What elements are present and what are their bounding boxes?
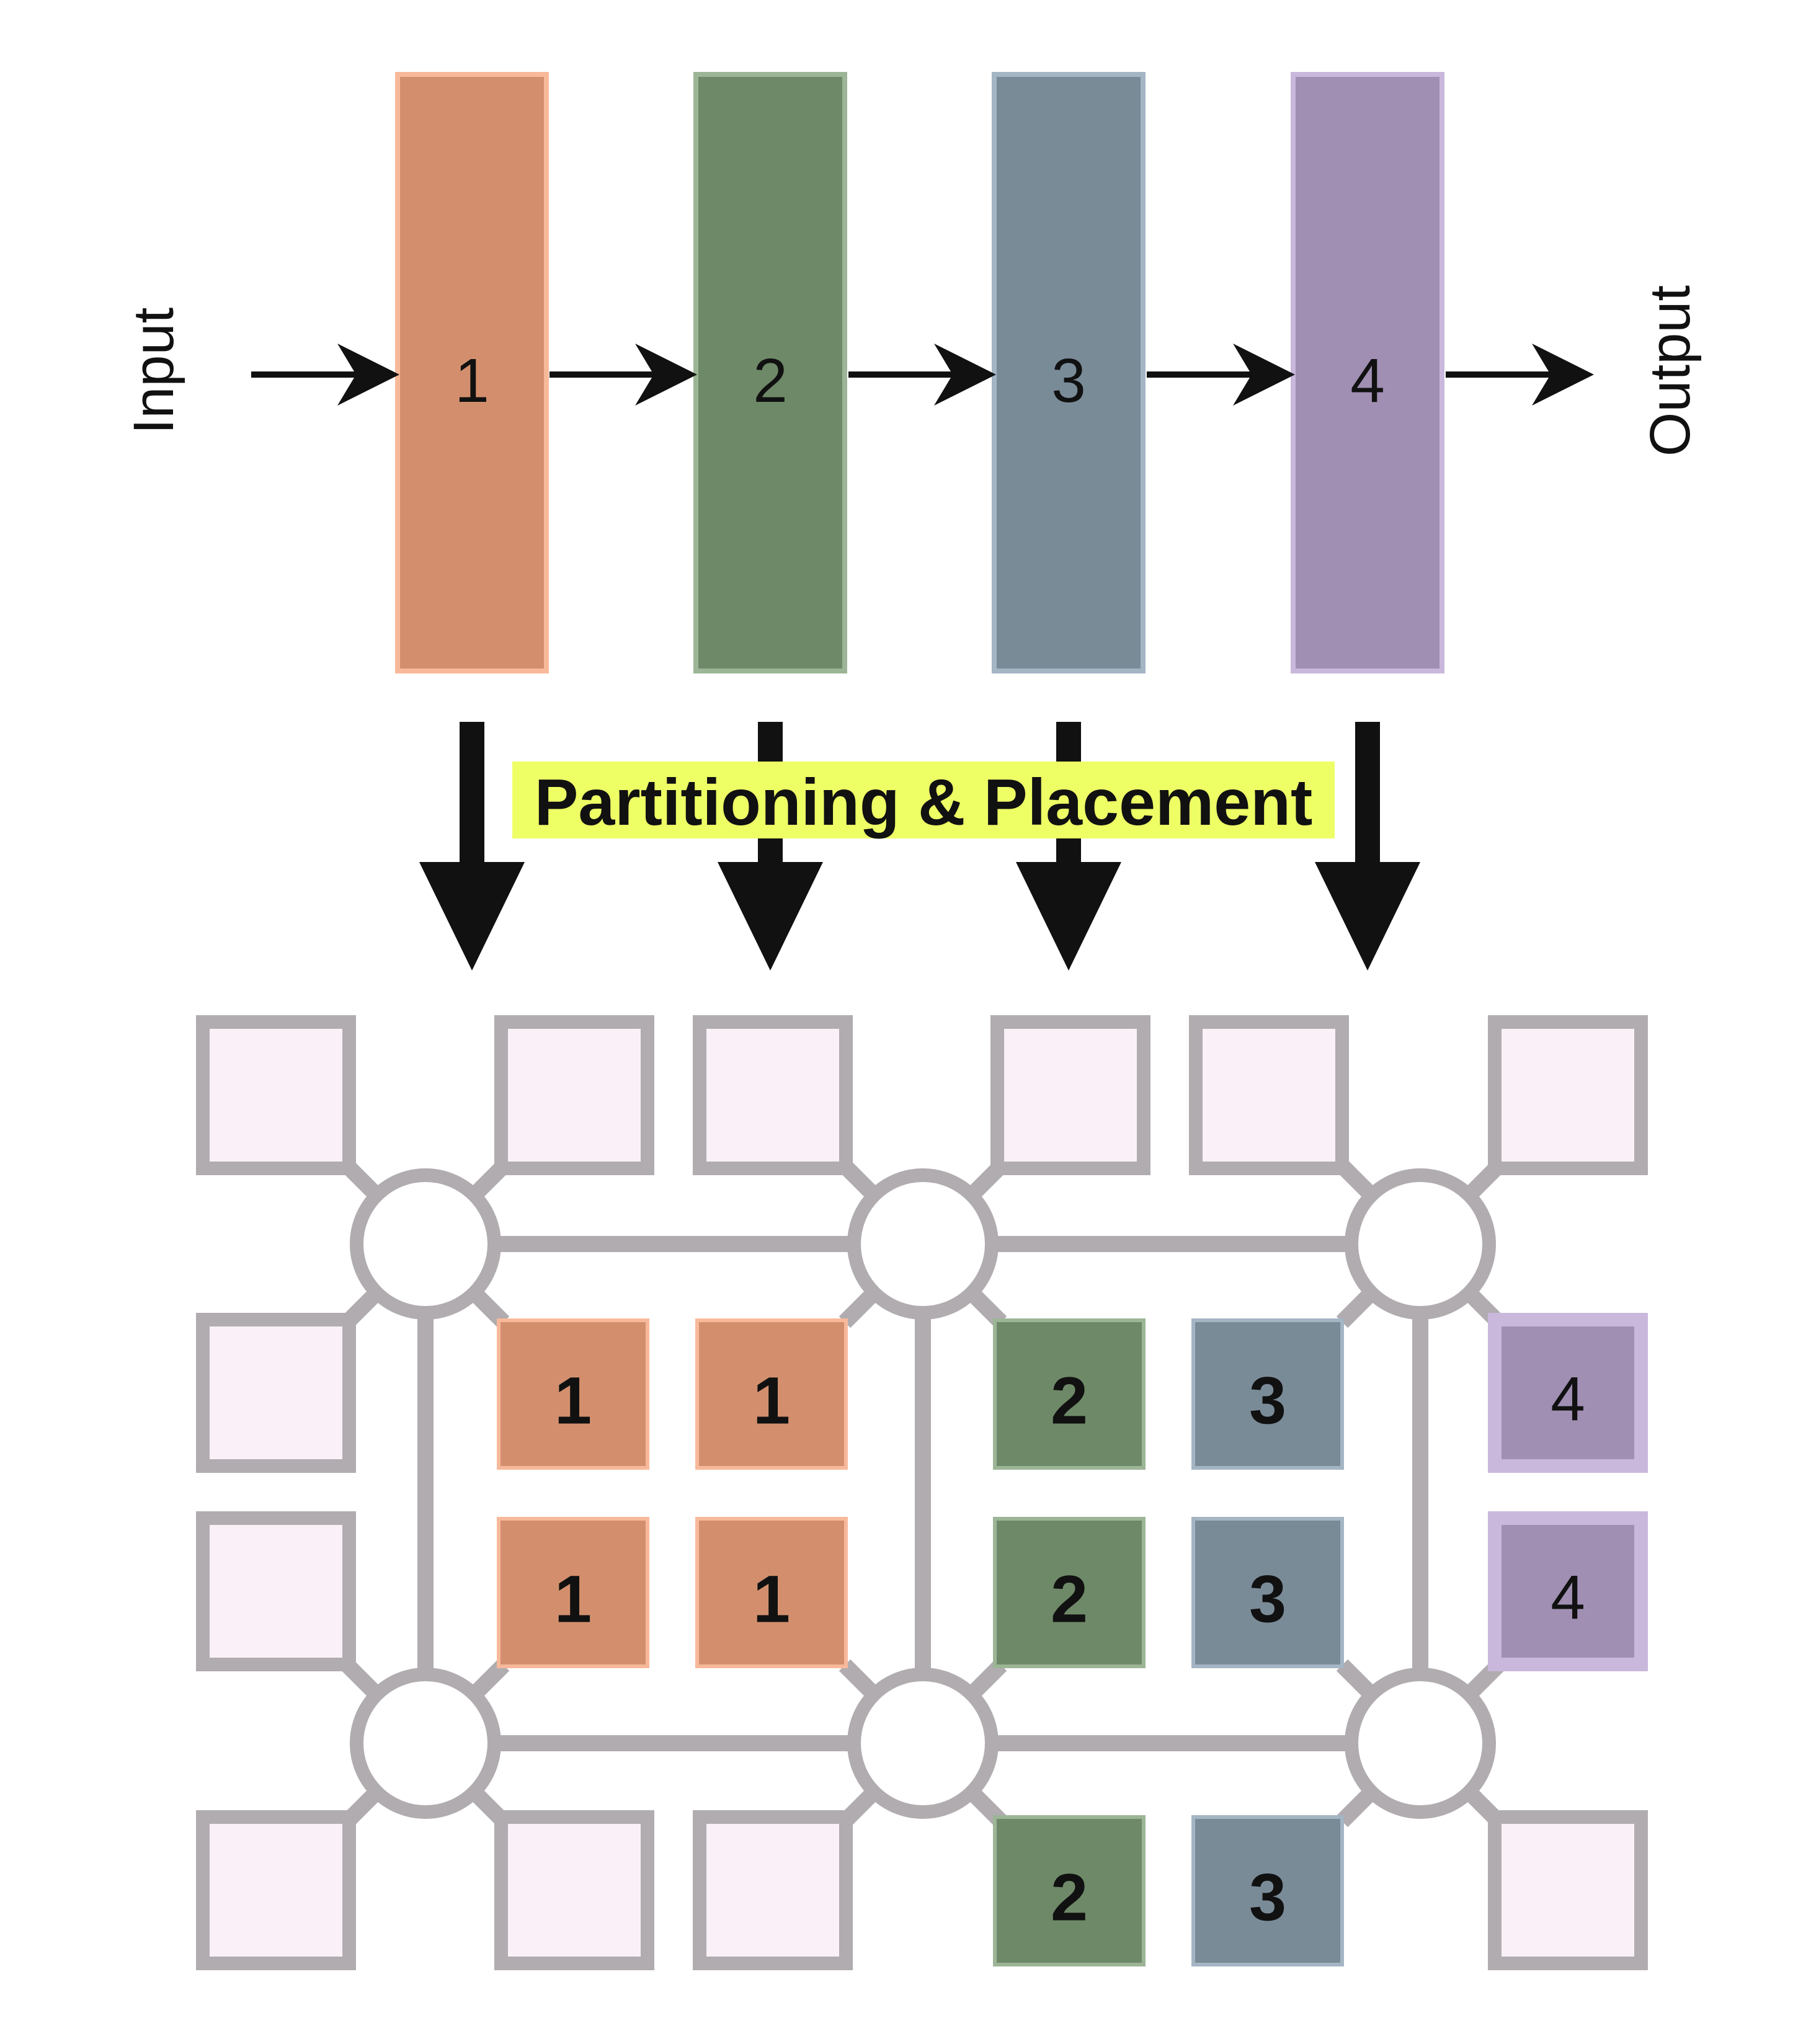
empty-tile — [1189, 1015, 1349, 1175]
tile-label: 2 — [1051, 1562, 1088, 1637]
placement-arrow-2-head — [718, 862, 823, 971]
stage-2-rect — [693, 72, 847, 673]
placement-arrows — [419, 722, 1420, 971]
assigned-tile-stage-3: 3 — [1191, 1517, 1344, 1668]
input-label: Input — [122, 308, 185, 435]
empty-tile — [494, 1015, 654, 1175]
stage-block-3: 3 — [992, 72, 1146, 673]
mesh-network: 1 1 2 3 4 1 1 — [196, 1015, 1648, 1970]
router — [350, 1168, 501, 1320]
tile-label: 3 — [1249, 1562, 1286, 1637]
stage-block-4: 4 — [1291, 72, 1444, 673]
empty-tile — [1488, 1015, 1648, 1175]
tile-label: 4 — [1551, 1364, 1585, 1434]
router — [1345, 1668, 1496, 1819]
assigned-tile-stage-2: 2 — [993, 1318, 1146, 1470]
assigned-tile-stage-3: 3 — [1191, 1815, 1344, 1966]
assigned-tile-stage-2: 2 — [993, 1815, 1146, 1966]
tile-label: 1 — [753, 1363, 790, 1438]
pipeline: Input 1 2 3 4 Output — [122, 72, 1702, 673]
output-label: Output — [1639, 285, 1702, 456]
placement-arrow-4-shaft — [1355, 722, 1380, 883]
stage-block-2: 2 — [693, 72, 847, 673]
tile-label: 2 — [1051, 1860, 1088, 1935]
placement-arrow-1-shaft — [460, 722, 484, 883]
router — [350, 1668, 501, 1819]
stage-3-rect — [992, 72, 1146, 673]
placement-arrow-4-head — [1315, 862, 1420, 971]
empty-tiles — [196, 1015, 1648, 1970]
assigned-tiles: 1 1 2 3 4 1 1 — [497, 1313, 1648, 1966]
tile-label: 2 — [1051, 1363, 1088, 1438]
stage-2-label: 2 — [753, 346, 788, 415]
stage-block-1: 1 — [395, 72, 549, 673]
empty-tile — [196, 1810, 356, 1970]
router — [1345, 1168, 1496, 1320]
placement-arrow-1-head — [419, 862, 525, 971]
stage-1-rect — [395, 72, 549, 673]
assigned-tile-stage-4: 4 — [1488, 1511, 1648, 1671]
stage-4-rect — [1291, 72, 1444, 673]
empty-tile — [693, 1015, 853, 1175]
empty-tile — [494, 1810, 654, 1970]
empty-tile — [196, 1313, 356, 1473]
tile-label: 1 — [753, 1562, 790, 1637]
tile-label: 4 — [1551, 1563, 1585, 1632]
tile-label: 1 — [554, 1363, 592, 1438]
empty-tile — [1488, 1810, 1648, 1970]
assigned-tile-stage-3: 3 — [1191, 1318, 1344, 1470]
router — [847, 1668, 999, 1819]
tile-label: 3 — [1249, 1363, 1286, 1438]
stage-1-label: 1 — [455, 346, 489, 415]
assigned-tile-stage-1: 1 — [497, 1318, 649, 1470]
assigned-tile-stage-1: 1 — [695, 1517, 848, 1668]
assigned-tile-stage-1: 1 — [695, 1318, 848, 1470]
empty-tile — [990, 1015, 1150, 1175]
assigned-tile-stage-1: 1 — [497, 1517, 649, 1668]
router — [847, 1168, 999, 1320]
assigned-tile-stage-4: 4 — [1488, 1313, 1648, 1473]
placement-arrow-3-head — [1016, 862, 1121, 971]
stage-4-label: 4 — [1350, 346, 1385, 415]
routers — [350, 1168, 1496, 1819]
empty-tile — [196, 1015, 356, 1175]
empty-tile — [693, 1810, 853, 1970]
banner: Partitioning & Placement — [512, 762, 1335, 839]
banner-label: Partitioning & Placement — [535, 766, 1313, 839]
banner-highlight — [512, 762, 1335, 838]
tile-label: 3 — [1249, 1860, 1286, 1935]
assigned-tile-stage-2: 2 — [993, 1517, 1146, 1668]
stage-3-label: 3 — [1051, 346, 1086, 415]
empty-tile — [196, 1511, 356, 1671]
tile-label: 1 — [554, 1562, 592, 1637]
